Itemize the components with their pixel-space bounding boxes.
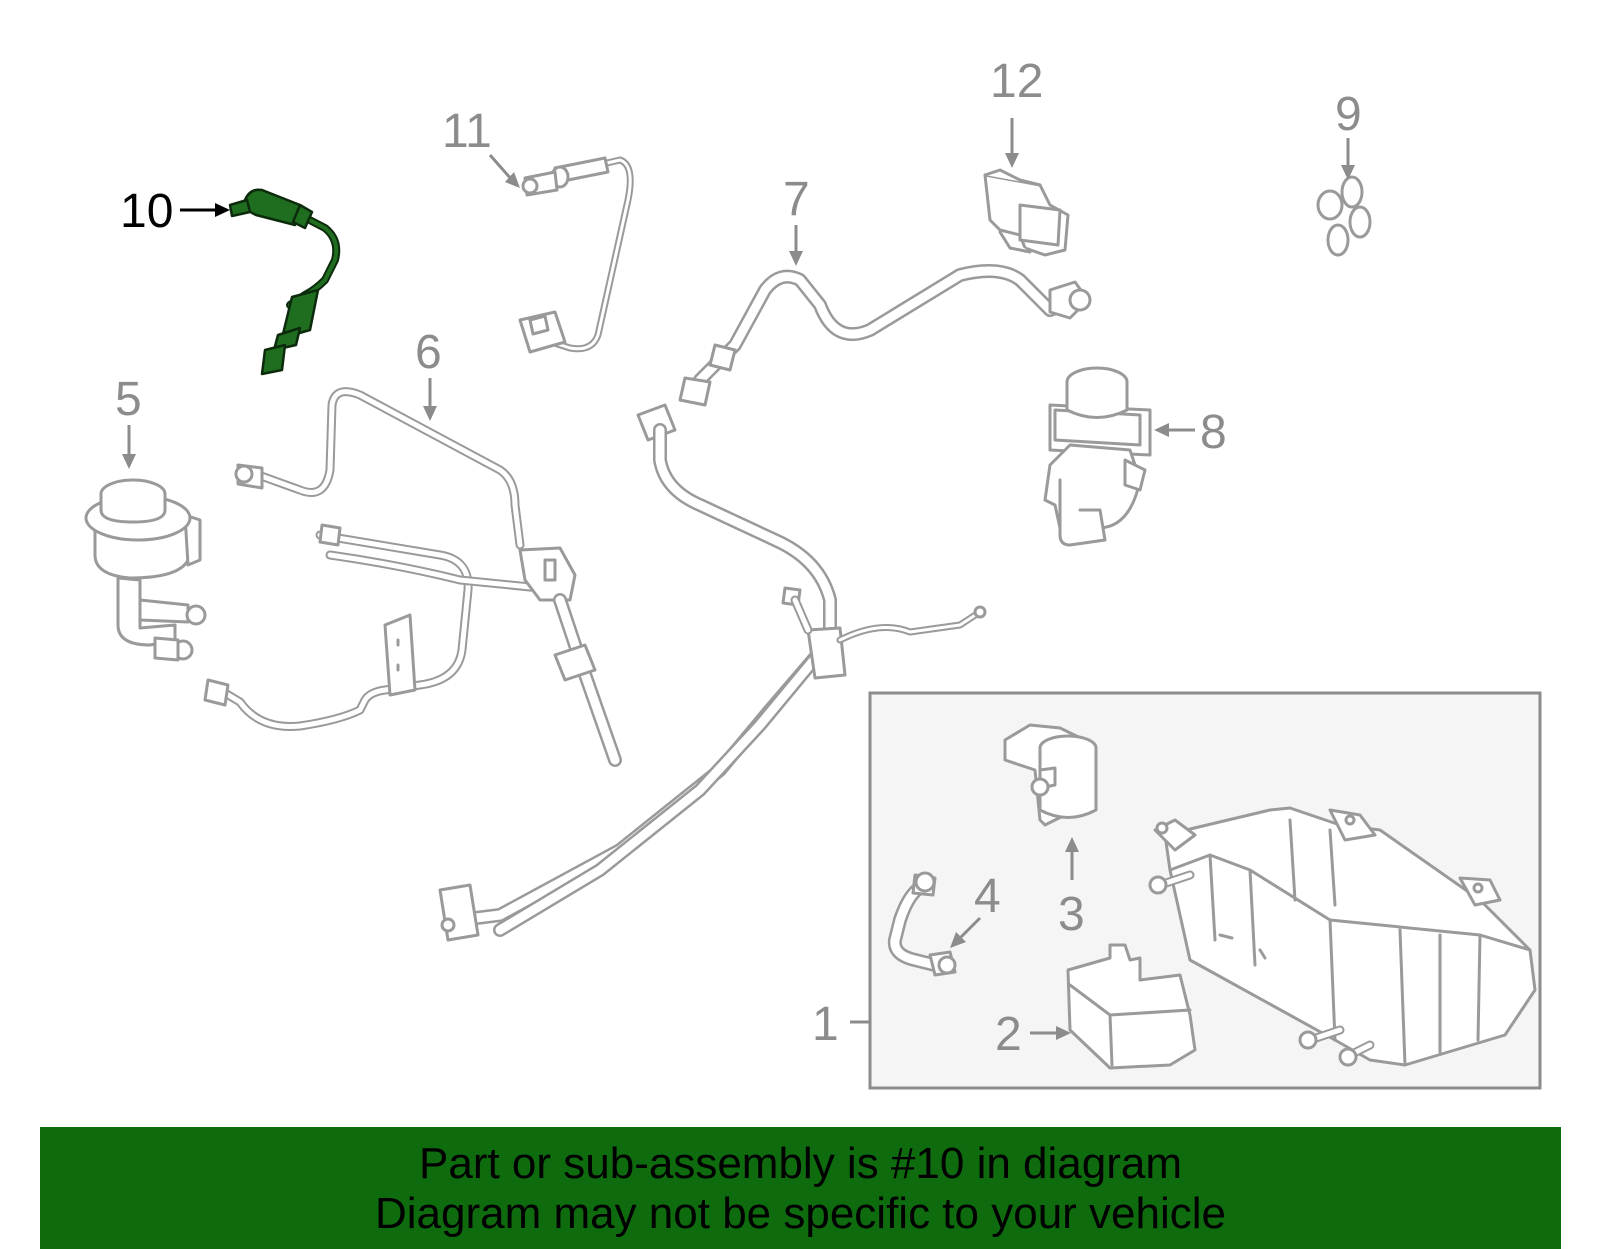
part-8-egr-valve[interactable] bbox=[1043, 366, 1152, 547]
part-10-oxygen-sensor-highlighted[interactable] bbox=[228, 188, 341, 376]
part-6-egr-tube[interactable] bbox=[203, 387, 622, 767]
callout-4-label: 4 bbox=[974, 870, 1001, 923]
callout-7-label: 7 bbox=[783, 173, 810, 226]
callout-2[interactable]: 2 bbox=[995, 1008, 1071, 1061]
callout-1-label: 1 bbox=[812, 998, 839, 1051]
info-banner: Part or sub-assembly is #10 in diagram D… bbox=[40, 1127, 1561, 1249]
part-2-bracket[interactable] bbox=[1066, 943, 1197, 1070]
callout-9-label: 9 bbox=[1335, 88, 1362, 141]
part-12-solenoid[interactable] bbox=[983, 168, 1070, 257]
callout-8[interactable]: 8 bbox=[1154, 406, 1227, 459]
callout-5[interactable]: 5 bbox=[115, 373, 142, 469]
callout-4[interactable]: 4 bbox=[950, 870, 1001, 948]
callout-11[interactable]: 11 bbox=[442, 105, 520, 188]
callout-8-label: 8 bbox=[1200, 406, 1227, 459]
part-11-oxygen-sensor[interactable] bbox=[518, 156, 634, 354]
callout-6[interactable]: 6 bbox=[415, 326, 442, 421]
part-9-seals[interactable] bbox=[1316, 175, 1372, 257]
callout-7[interactable]: 7 bbox=[783, 173, 810, 266]
callout-12[interactable]: 12 bbox=[990, 55, 1043, 168]
callout-11-label: 11 bbox=[442, 105, 492, 158]
part-4-purge-hose[interactable] bbox=[887, 871, 957, 977]
vapor-canister[interactable] bbox=[1148, 806, 1537, 1067]
callout-1[interactable]: 1 bbox=[812, 998, 870, 1051]
banner-line-1: Part or sub-assembly is #10 in diagram bbox=[419, 1139, 1182, 1188]
callout-10-label: 10 bbox=[120, 185, 173, 238]
part-7-vapor-hose[interactable] bbox=[438, 264, 1092, 942]
part-3-purge-valve[interactable] bbox=[1003, 723, 1098, 827]
callout-3-label: 3 bbox=[1058, 888, 1085, 941]
callout-9[interactable]: 9 bbox=[1335, 88, 1362, 180]
part-5-vacuum-valve[interactable] bbox=[84, 478, 207, 662]
callout-3[interactable]: 3 bbox=[1058, 837, 1085, 941]
callout-5-label: 5 bbox=[115, 373, 142, 426]
callout-10[interactable]: 10 bbox=[120, 185, 230, 238]
banner-line-2: Diagram may not be specific to your vehi… bbox=[374, 1189, 1227, 1238]
callout-12-label: 12 bbox=[990, 55, 1043, 108]
callout-6-label: 6 bbox=[415, 326, 442, 379]
callout-2-label: 2 bbox=[995, 1008, 1022, 1061]
